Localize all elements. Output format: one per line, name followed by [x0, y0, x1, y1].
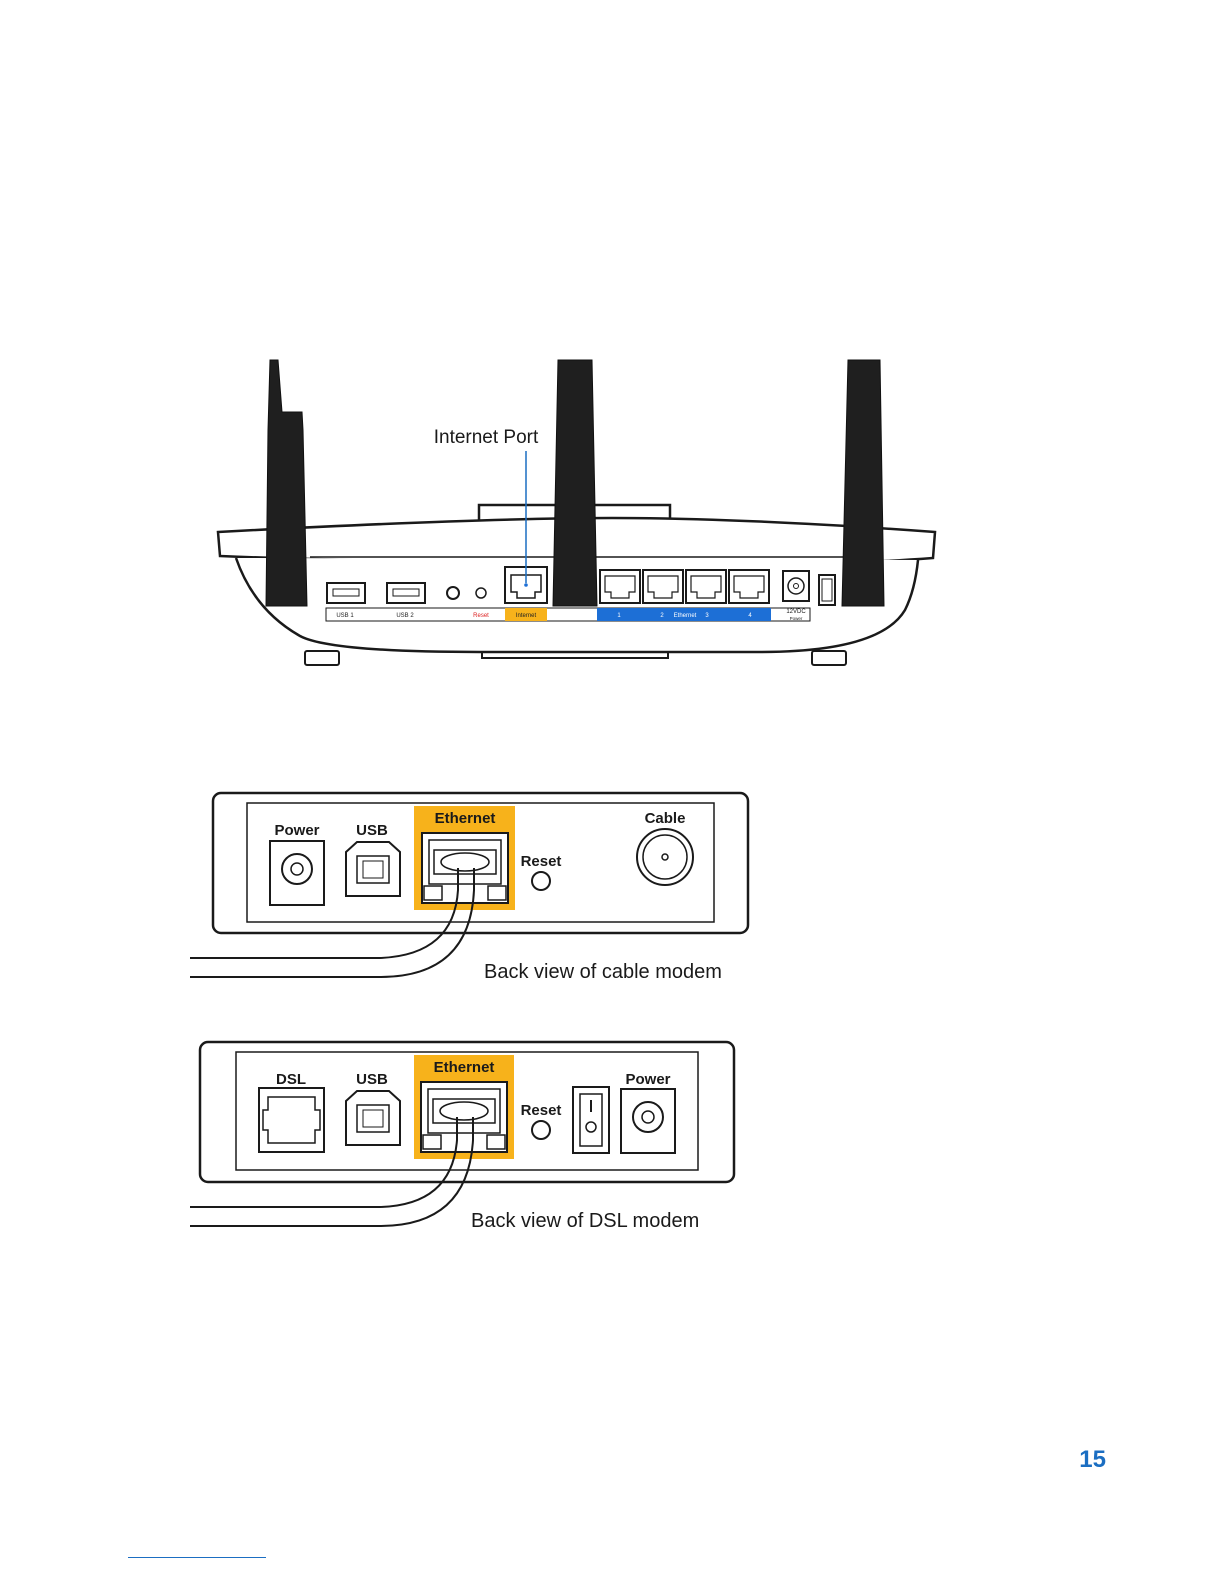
router-antenna-right [842, 360, 884, 606]
router-usb2-label: USB 2 [396, 613, 414, 619]
dsl-dsl-label: DSL [276, 1071, 306, 1088]
dsl-modem-caption: Back view of DSL modem [471, 1210, 699, 1232]
cable-modem-caption: Back view of cable modem [484, 961, 722, 983]
cable-coax-port [637, 829, 693, 885]
cable-usb-label: USB [356, 822, 388, 839]
cable-usb-port [346, 842, 400, 896]
dsl-phone-port [259, 1088, 324, 1152]
dsl-ethernet-label: Ethernet [434, 1059, 495, 1076]
cable-power-jack [270, 841, 324, 905]
router-power-label: Power [790, 616, 803, 621]
router-usb1-label: USB 1 [336, 613, 354, 619]
cable-modem-illustration: Power USB Ethernet Reset Cable Back view… [190, 793, 748, 983]
dsl-usb-port [346, 1091, 400, 1145]
router-usb1-port [327, 583, 365, 603]
dsl-reset-label: Reset [521, 1102, 562, 1119]
router-antenna-left [266, 360, 307, 606]
router-internet-label: Internet [516, 613, 537, 619]
page-number: 15 [1079, 1446, 1106, 1474]
router-reset-label: Reset [473, 613, 489, 619]
dsl-power-jack [621, 1089, 675, 1153]
dsl-ethernet-port [421, 1082, 507, 1152]
footnote-rule [128, 1557, 266, 1558]
cable-reset-button [532, 872, 550, 890]
cable-ethernet-port [422, 833, 508, 903]
dsl-usb-label: USB [356, 1071, 388, 1088]
router-power-jack [783, 571, 809, 601]
dsl-power-label: Power [625, 1071, 670, 1088]
internet-port-callout: Internet Port [434, 427, 539, 448]
router-illustration: Internet Port USB 1 USB 2 Reset Internet… [218, 360, 935, 665]
router-power-switch [819, 575, 835, 605]
dsl-modem-illustration: DSL USB Ethernet Reset Power Back view o… [190, 1042, 734, 1232]
router-ethernet-label: Ethernet [674, 613, 697, 619]
router-usb2-port [387, 583, 425, 603]
dsl-reset-button [532, 1121, 550, 1139]
dsl-power-switch [573, 1087, 609, 1153]
router-reset-button [476, 588, 486, 598]
cable-cable-label: Cable [645, 810, 686, 827]
cable-ethernet-label: Ethernet [435, 810, 496, 827]
router-wps-button [447, 587, 459, 599]
cable-reset-label: Reset [521, 853, 562, 870]
cable-power-label: Power [274, 822, 319, 839]
router-antenna-center [553, 360, 597, 606]
router-12vdc-label: 12VDC [786, 609, 806, 615]
